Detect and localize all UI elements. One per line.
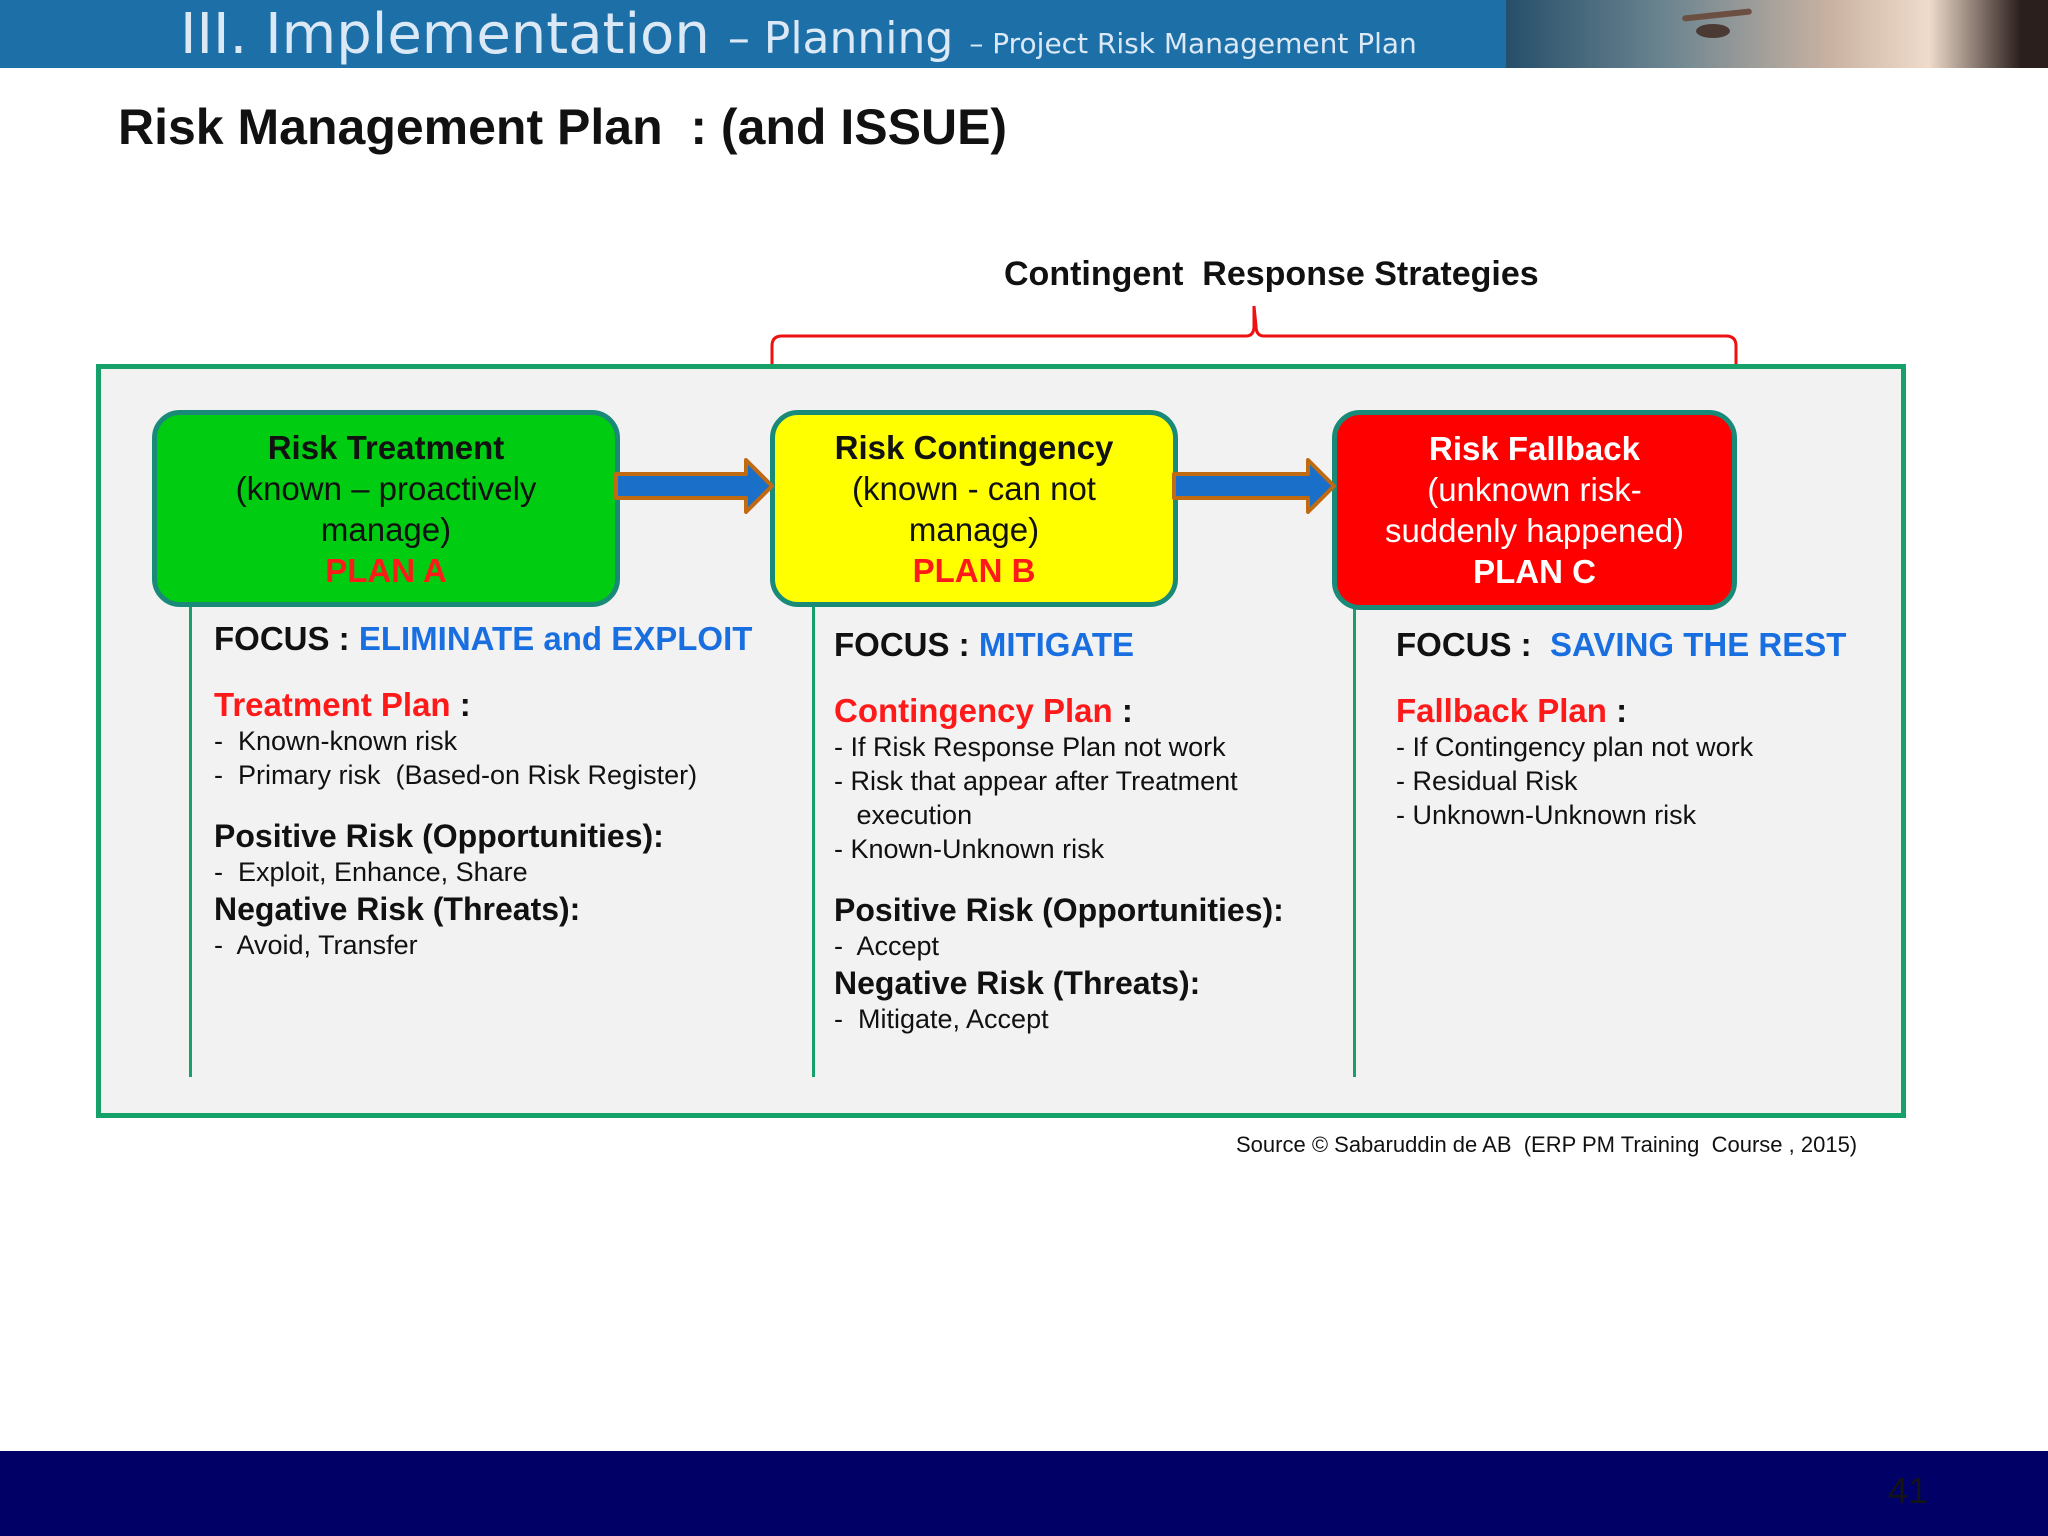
slide-title: Risk Management Plan : (and ISSUE) xyxy=(118,99,1008,155)
list-item: execution xyxy=(834,800,973,830)
plan-label: PLAN A xyxy=(325,551,447,589)
focus-label: FOCUS : xyxy=(214,620,359,657)
box-line: suddenly happened) xyxy=(1384,512,1685,549)
plan-title: Treatment Plan xyxy=(214,686,451,723)
negative-risk-title: Negative Risk (Threats): xyxy=(214,891,581,927)
header-title-main: III. Implementation xyxy=(180,2,710,67)
plan-colon: : xyxy=(1112,692,1133,729)
plan-heading: Contingency Plan : xyxy=(834,692,1284,730)
header-title-mid: – Planning xyxy=(727,13,954,64)
page-number: 41 xyxy=(1888,1470,1929,1511)
focus-value: SAVING THE REST xyxy=(1550,626,1847,663)
focus-label: FOCUS : xyxy=(1396,626,1550,663)
header-title-sub: – Project Risk Management Plan xyxy=(969,27,1417,60)
list-item: - Known-known risk xyxy=(214,726,458,756)
list-item: - Mitigate, Accept xyxy=(834,1004,1049,1034)
strategies-brace xyxy=(770,305,1738,366)
column-c-divider xyxy=(1353,606,1356,1077)
column-fallback: FOCUS : SAVING THE REST Fallback Plan : … xyxy=(1396,626,1846,832)
column-treatment: FOCUS : ELIMINATE and EXPLOIT Treatment … xyxy=(214,620,752,962)
list-item: - Known-Unknown risk xyxy=(834,834,1105,864)
risk-treatment-box: Risk Treatment (known – proactively mana… xyxy=(152,410,620,607)
plan-label: PLAN C xyxy=(1473,553,1596,590)
plan-colon: : xyxy=(450,686,471,723)
focus-line: FOCUS : MITIGATE xyxy=(834,626,1284,664)
list-item: - Avoid, Transfer xyxy=(214,930,418,960)
positive-risk-title: Positive Risk (Opportunities): xyxy=(214,818,664,854)
plan-heading: Treatment Plan : xyxy=(214,686,752,724)
column-b-divider xyxy=(812,604,815,1077)
box-line: manage) xyxy=(320,510,452,548)
header-title: III. Implementation – Planning – Project… xyxy=(180,2,1417,67)
photo-eye xyxy=(1696,24,1730,38)
header-bar: III. Implementation – Planning – Project… xyxy=(0,0,2048,68)
list-item: - Risk that appear after Treatment xyxy=(834,766,1238,796)
focus-label: FOCUS : xyxy=(834,626,979,663)
focus-line: FOCUS : ELIMINATE and EXPLOIT xyxy=(214,620,752,658)
list-item: - Unknown-Unknown risk xyxy=(1396,800,1697,830)
list-item: - Exploit, Enhance, Share xyxy=(214,857,528,887)
column-contingency: FOCUS : MITIGATE Contingency Plan : - If… xyxy=(834,626,1284,1036)
box-heading: Risk Treatment xyxy=(267,428,505,466)
focus-value: ELIMINATE and EXPLOIT xyxy=(358,620,753,657)
focus-line: FOCUS : SAVING THE REST xyxy=(1396,626,1846,664)
plan-heading: Fallback Plan : xyxy=(1396,692,1846,730)
negative-risk-title: Negative Risk (Threats): xyxy=(834,965,1201,1001)
header-face-photo xyxy=(1506,0,2048,68)
source-citation: Source © Sabaruddin de AB (ERP PM Traini… xyxy=(1236,1132,1858,1157)
plan-title: Fallback Plan xyxy=(1396,692,1607,729)
arrow-right-icon xyxy=(1172,458,1336,514)
list-item: - Accept xyxy=(834,931,940,961)
column-a-divider xyxy=(189,604,192,1077)
box-line: (known - can not xyxy=(852,469,1096,507)
box-line: (known – proactively xyxy=(235,469,537,507)
box-heading: Risk Contingency xyxy=(834,428,1114,466)
plan-label: PLAN B xyxy=(912,551,1036,589)
box-heading: Risk Fallback xyxy=(1429,430,1640,467)
plan-colon: : xyxy=(1606,692,1628,729)
risk-fallback-box: Risk Fallback (unknown risk- suddenly ha… xyxy=(1332,410,1737,610)
arrow-right-icon xyxy=(614,458,774,514)
strategies-label: Contingent Response Strategies xyxy=(1004,255,1539,293)
positive-risk-title: Positive Risk (Opportunities): xyxy=(834,892,1284,928)
box-line: manage) xyxy=(908,510,1040,548)
risk-contingency-box: Risk Contingency (known - can not manage… xyxy=(770,410,1178,607)
plan-title: Contingency Plan xyxy=(834,692,1113,729)
list-item: - If Risk Response Plan not work xyxy=(834,732,1226,762)
list-item: - Primary risk (Based-on Risk Register) xyxy=(214,760,698,790)
box-line: (unknown risk- xyxy=(1427,471,1642,508)
focus-value: MITIGATE xyxy=(978,626,1135,663)
list-item: - If Contingency plan not work xyxy=(1396,732,1754,762)
list-item: - Residual Risk xyxy=(1396,766,1578,796)
footer-bar xyxy=(0,1451,2048,1536)
